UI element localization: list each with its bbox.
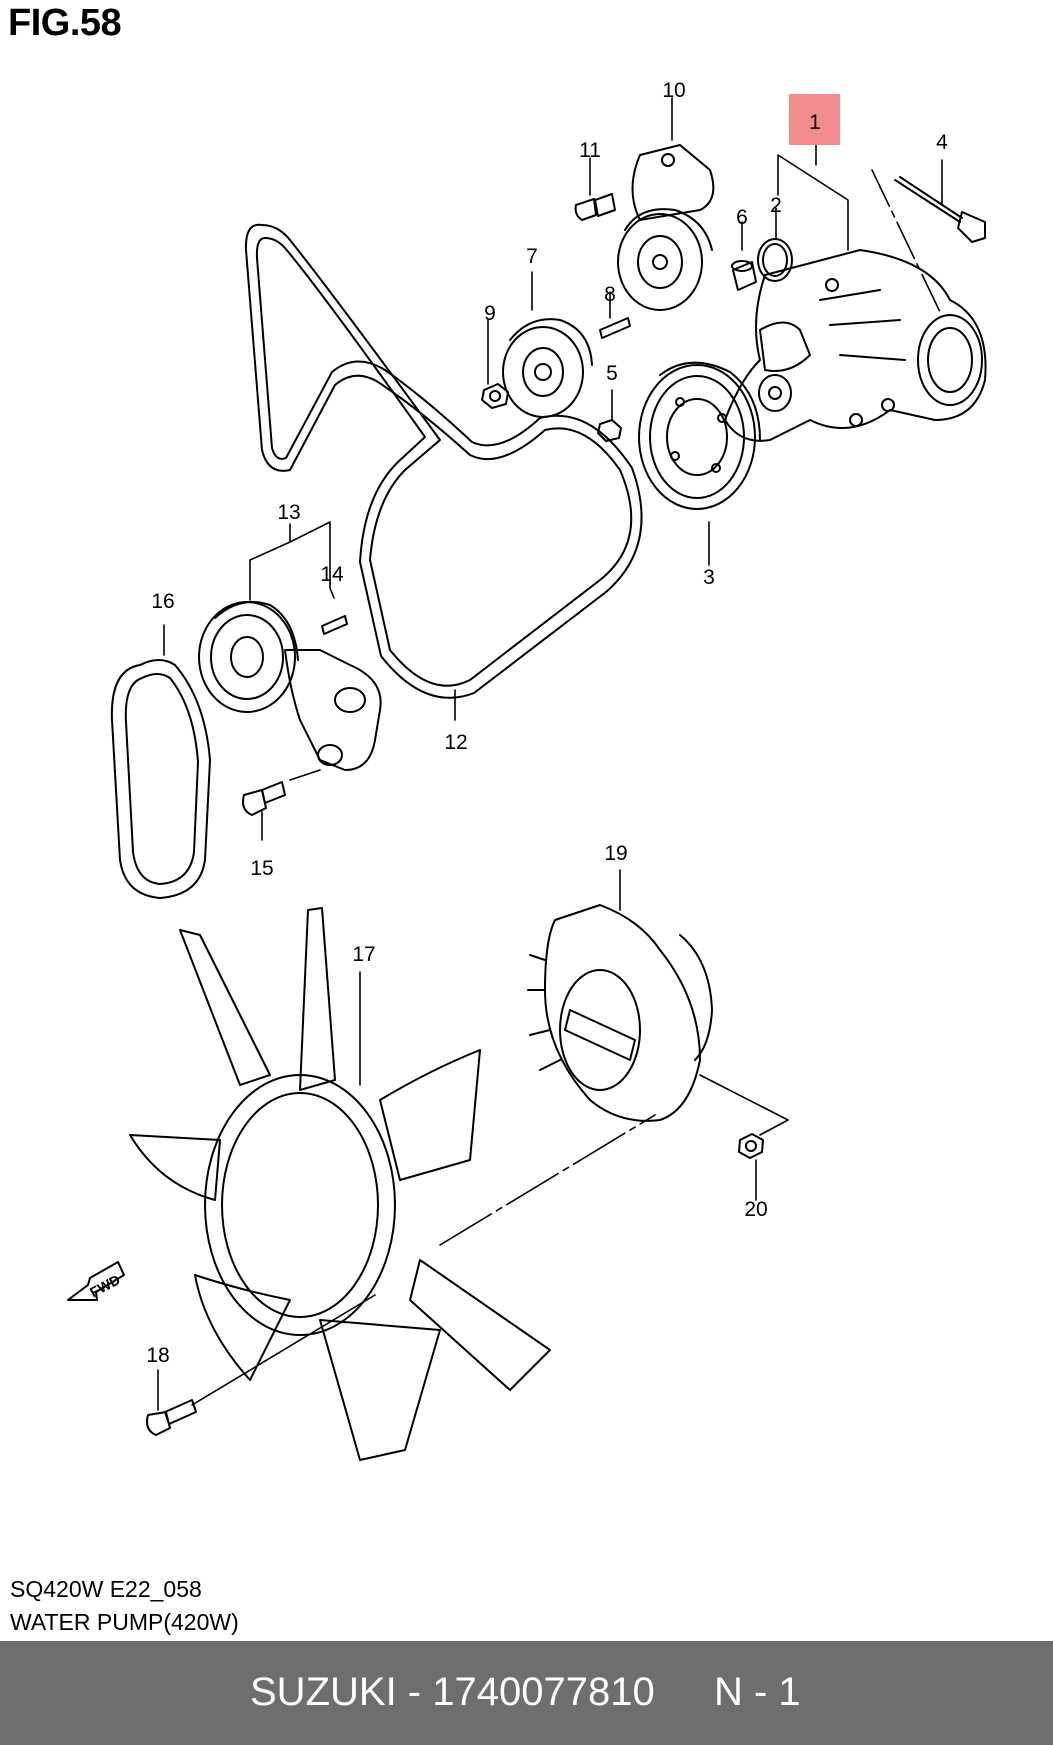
callout-2: 2 — [770, 194, 782, 217]
page-label: N - 1 — [714, 1670, 801, 1714]
callout-7: 7 — [526, 245, 538, 268]
footer-bar: SUZUKI - 1740077810 N - 1 — [0, 1641, 1053, 1745]
long-bolt — [894, 176, 986, 243]
part-number-label: SUZUKI - 1740077810 — [250, 1670, 655, 1714]
diagram-code: SQ420W E22_058 — [10, 1576, 202, 1602]
callout-20: 20 — [744, 1198, 767, 1221]
pin-14 — [321, 615, 348, 635]
callout-6: 6 — [736, 206, 748, 229]
nut-9 — [481, 383, 509, 409]
figure-title: FIG.58 — [8, 2, 122, 44]
bolt-18 — [146, 1399, 197, 1436]
small-belt — [110, 659, 211, 899]
water-pump — [724, 249, 987, 442]
belt-tensioner-assembly — [198, 601, 382, 771]
callout-18: 18 — [146, 1344, 169, 1367]
nut-5 — [597, 419, 622, 442]
callout-5: 5 — [606, 362, 618, 385]
highlight-box — [789, 94, 840, 145]
callout-3: 3 — [703, 566, 715, 589]
nut-20 — [738, 1133, 764, 1159]
bolt-15 — [242, 781, 286, 816]
o-ring — [757, 238, 793, 282]
callout-17: 17 — [352, 943, 375, 966]
exploded-view-drawing: FWD 1 2 3 4 5 6 7 8 9 10 11 12 13 14 15 … — [67, 79, 987, 1461]
forward-arrow-icon — [67, 1261, 125, 1301]
callout-10: 10 — [662, 79, 685, 102]
callouts: 1 2 3 4 5 6 7 8 9 10 11 12 13 14 15 16 1… — [146, 79, 948, 1367]
callout-4: 4 — [936, 131, 948, 154]
callout-13: 13 — [277, 501, 300, 524]
stud-8 — [599, 317, 631, 339]
callout-19: 19 — [604, 842, 627, 865]
tensioner-pulley — [617, 144, 715, 311]
callout-11: 11 — [579, 139, 601, 162]
callout-8: 8 — [604, 283, 616, 306]
pump-pulley — [638, 361, 761, 510]
callout-9: 9 — [484, 302, 496, 325]
dowel-pin — [731, 260, 757, 291]
fan-clutch — [527, 904, 713, 1122]
leader-lines — [157, 97, 943, 1411]
bolt-11 — [574, 193, 616, 221]
callout-16: 16 — [151, 590, 174, 613]
diagram-name: WATER PUMP(420W) — [10, 1609, 239, 1635]
callout-15: 15 — [250, 857, 273, 880]
callout-14: 14 — [320, 563, 344, 586]
callout-1: 1 — [809, 111, 821, 134]
idler-pulley — [502, 318, 593, 418]
cooling-fan — [129, 907, 551, 1461]
callout-12: 12 — [444, 731, 467, 754]
